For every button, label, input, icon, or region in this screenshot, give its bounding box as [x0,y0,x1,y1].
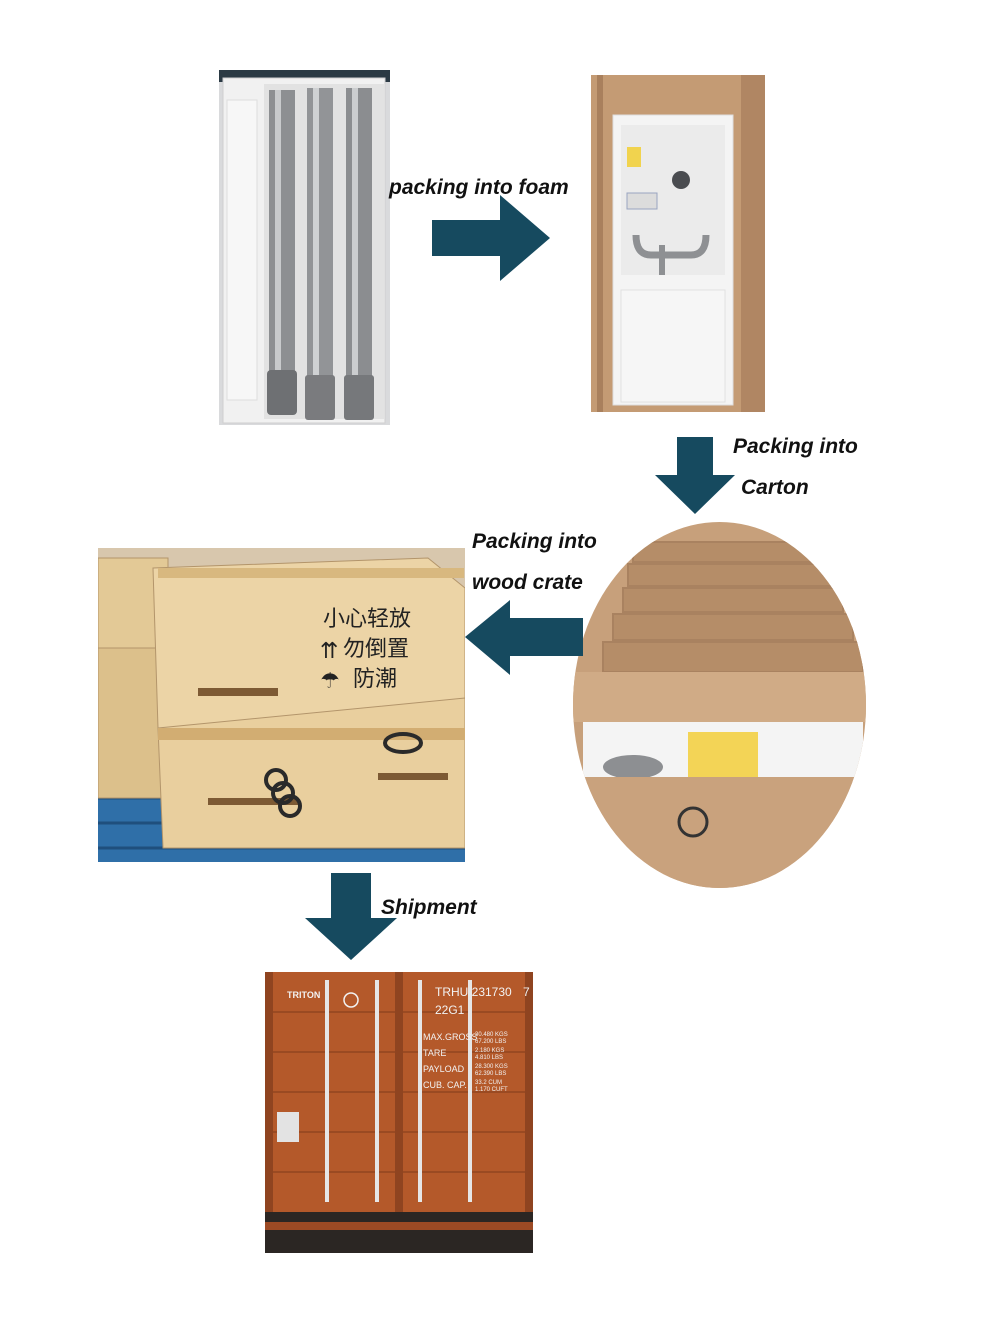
crate-marking-line3: 防潮 [353,667,397,692]
arrow-right-1 [432,195,552,281]
arrow-left-1-shape [465,600,583,675]
step-label-foam: packing into foam [389,176,569,199]
container-check-digit: 7 [523,985,530,999]
step-label-carton-line1: Packing into [733,435,858,458]
arrow-down-1-shape [655,437,735,514]
spec-lb-2: 62.390 LBS [475,1071,506,1077]
photo-carton-with-foam [591,75,765,412]
spec-lb-0: 67.200 LBS [475,1039,506,1045]
spec-lb-3: 1.170 CUFT [475,1087,508,1093]
step-label-crate-line1: Packing into [472,530,597,553]
photo-tubes-in-foam [219,70,390,425]
spec-name-2: PAYLOAD [423,1064,465,1074]
spec-lb-1: 4.810 LBS [475,1055,503,1061]
step-label-carton-line2: Carton [741,476,809,499]
container-brand: TRITON [287,990,320,1000]
step-label-shipment: Shipment [381,896,477,919]
spec-name-0: MAX.GROSS [423,1032,478,1042]
photo-stacked-cartons [573,522,866,888]
spec-name-3: CUB. CAP. [423,1080,467,1090]
arrow-down-1 [655,437,735,514]
spec-name-1: TARE [423,1048,446,1058]
crate-marking-line1: 小心轻放 [323,607,411,632]
container-number: TRHU 231730 [435,985,512,999]
crate-this-way-up-icon: ⇈ [320,639,338,664]
spec-kg-1: 2.180 KGS [475,1048,504,1054]
step-label-crate-line2: wood crate [472,571,583,594]
arrow-down-2 [305,873,397,960]
spec-kg-0: 30.480 KGS [475,1032,508,1038]
spec-kg-3: 33.2 CUM [475,1080,502,1086]
spec-kg-2: 28.300 KGS [475,1064,508,1070]
arrow-left-1 [465,600,583,675]
arrow-right-1-shape [432,195,550,281]
crate-umbrella-icon: ☂ [320,669,340,694]
photo-wood-crates: 小心轻放 勿倒置 防潮 ⇈ ☂ [98,548,465,862]
container-logo-icon [343,992,359,1008]
crate-marking-line2: 勿倒置 [343,637,409,662]
arrow-down-2-shape [305,873,397,960]
container-type-code: 22G1 [435,1003,465,1017]
photo-shipping-container: TRITON TRHU 231730 7 22G1 MAX.GROSS 30.4… [265,972,533,1253]
